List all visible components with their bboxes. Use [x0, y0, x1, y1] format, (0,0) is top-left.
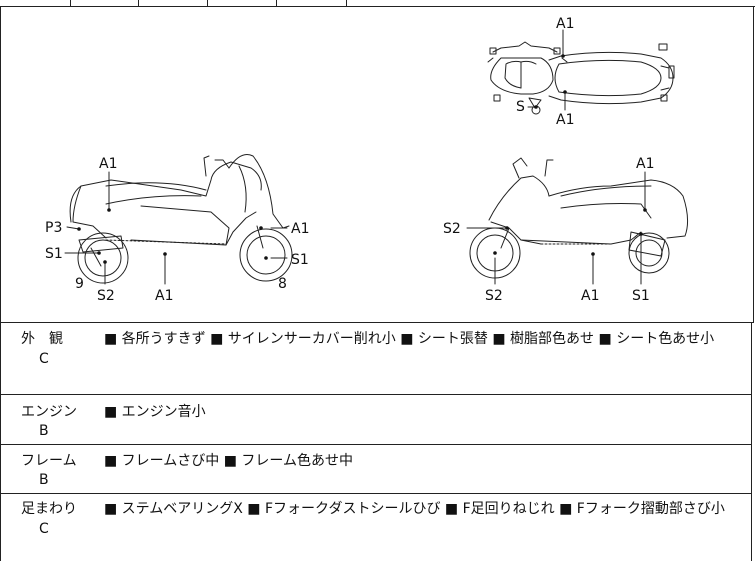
row-heading: 足まわり: [21, 501, 77, 517]
condition-row-suspension: 足まわり C ■ ステムベアリングX ■ Fフォークダストシールひび ■ F足回…: [0, 494, 752, 561]
label-right-a1-bottom: A1: [581, 288, 599, 304]
label-left-8: 8: [278, 276, 287, 292]
column-divider: [138, 0, 139, 6]
row-grade: C: [39, 351, 49, 367]
label-left-a1-right: A1: [291, 221, 309, 237]
row-notes: ■ フレームさび中 ■ フレーム色あせ中: [104, 453, 353, 469]
column-divider: [346, 0, 347, 6]
row-notes: ■ エンジン音小: [104, 404, 206, 420]
column-divider: [70, 0, 71, 6]
callout-points: [77, 54, 647, 264]
label-left-a1-bottom: A1: [155, 288, 173, 304]
row-grade: B: [39, 423, 49, 439]
column-divider: [276, 0, 277, 6]
row-notes: ■ ステムベアリングX ■ Fフォークダストシールひび ■ F足回りねじれ ■ …: [104, 501, 725, 517]
label-left-s2: S2: [97, 288, 115, 304]
label-right-a1-top: A1: [636, 156, 654, 172]
label-top-a1-lower: A1: [556, 112, 574, 128]
row-heading: 外 観: [21, 331, 63, 347]
scooter-left-view: [69, 154, 293, 284]
top-table-edge: [0, 0, 755, 7]
row-heading: フレーム: [21, 453, 77, 469]
label-left-p3: P3: [45, 220, 62, 236]
condition-row-engine: エンジン B ■ エンジン音小: [0, 395, 752, 445]
label-top-a1-upper: A1: [556, 16, 574, 32]
label-left-a1-top: A1: [99, 156, 117, 172]
label-right-s2-bottom: S2: [485, 288, 503, 304]
row-grade: B: [39, 472, 49, 488]
label-left-s1-right: S1: [291, 252, 309, 268]
row-grade: C: [39, 521, 49, 537]
condition-row-frame: フレーム B ■ フレームさび中 ■ フレーム色あせ中: [0, 445, 752, 494]
label-left-s1: S1: [45, 246, 63, 262]
scooter-diagram: A1 A1 S A1 P3 S1 A1 S1 9 8 S2 A1 A1 S2 S…: [45, 16, 689, 304]
column-divider: [207, 0, 208, 6]
label-top-s: S: [516, 99, 525, 115]
damage-diagram-panel: A1 A1 S A1 P3 S1 A1 S1 9 8 S2 A1 A1 S2 S…: [0, 6, 754, 323]
label-right-s1: S1: [632, 288, 650, 304]
row-notes: ■ 各所うすきず ■ サイレンサーカバー削れ小 ■ シート張替 ■ 樹脂部色あせ…: [104, 331, 715, 347]
callout-leaders: [64, 29, 646, 285]
condition-row-exterior: 外 観 C ■ 各所うすきず ■ サイレンサーカバー削れ小 ■ シート張替 ■ …: [0, 322, 752, 395]
label-left-9: 9: [75, 276, 84, 292]
label-right-s2: S2: [443, 221, 461, 237]
scooter-right-view: [469, 157, 689, 279]
row-heading: エンジン: [21, 404, 77, 420]
